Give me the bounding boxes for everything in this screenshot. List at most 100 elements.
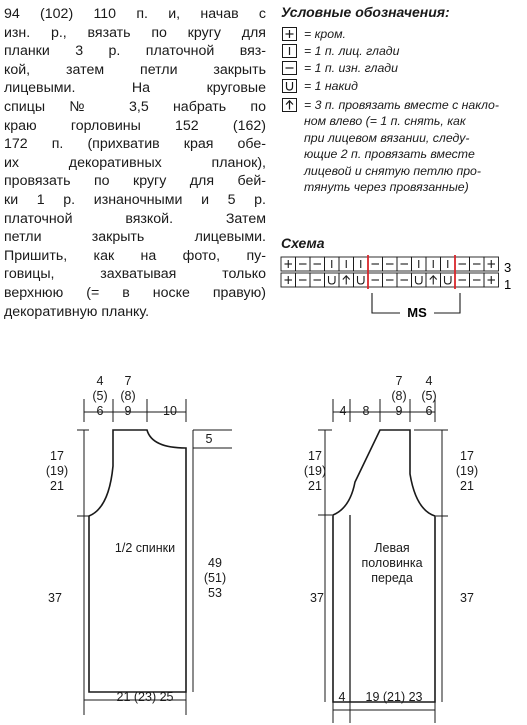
dim-text: 17 [50, 449, 64, 463]
instruction-line: их декоративных планок), [4, 154, 266, 171]
dim-armhole: 17 (19) 21 [44, 449, 70, 494]
dim-text: 6 [96, 404, 104, 418]
chart-cell [353, 272, 369, 288]
dim-text: (19) [455, 464, 479, 478]
row-number-1: 1 [504, 277, 511, 292]
legend-text: = 1 п. лиц. глади [304, 44, 400, 58]
instruction-line: говицы, захватывая только [4, 266, 266, 283]
legend-text: = 1 накид [304, 79, 358, 93]
instruction-line: 172 п. (прихватив края обе- [4, 136, 266, 153]
dim-text: 21 [50, 479, 64, 493]
instruction-line: петли закрыть лицевыми. [4, 229, 266, 246]
label-text: переда [371, 571, 413, 585]
chart-cell [324, 272, 340, 288]
dim-text: 9 [395, 404, 403, 418]
legend-text: при лицевом вязании, следу- [304, 130, 470, 145]
dim-text: (8) [120, 389, 136, 403]
dim-shoulder-b: 7 (8) 9 [117, 374, 139, 419]
label-text: половинка [361, 556, 423, 570]
dim-band-top: 4 [339, 404, 347, 418]
dim-text: 17 [460, 449, 474, 463]
instruction-line: платочной вязкой. Затем [4, 210, 266, 227]
chart-cell [353, 256, 369, 272]
chart-cell [295, 272, 311, 288]
instruction-line: декоративную планку. [4, 303, 150, 320]
legend-text: ющие 2 п. провязать вместе [304, 147, 475, 162]
dim-text: 9 [124, 404, 132, 418]
chart-cell [411, 272, 427, 288]
dim-front-width: 19 (21) 23 [365, 690, 423, 704]
dim-text: 7 [124, 374, 132, 388]
instruction-line: провязать по кругу для бей- [4, 173, 266, 190]
dim-text: 17 [308, 449, 322, 463]
plus-symbol-icon [282, 27, 297, 41]
chart-cell [440, 272, 456, 288]
legend-text: = 1 п. изн. глади [304, 61, 398, 75]
dim-front-lower-right: 37 [460, 591, 474, 605]
chart-cell [440, 256, 456, 272]
chart-cell [367, 256, 383, 272]
dim-text: 4 [96, 374, 104, 388]
dim-length: 49 (51) 53 [201, 556, 229, 601]
dim-neck-gap: 8 [362, 404, 370, 418]
chart-cell [396, 272, 412, 288]
back-outline [88, 429, 187, 693]
front-pattern [318, 399, 448, 723]
chart-cell [280, 272, 296, 288]
chart-cell [295, 256, 311, 272]
instruction-line: краю горловины 152 (162) [4, 117, 266, 134]
legend-text: = 3 п. провязать вместе с накло- [304, 98, 499, 112]
legend-title: Условные обозначения: [281, 4, 450, 20]
chart-cell [338, 256, 354, 272]
schema-title: Схема [281, 235, 325, 251]
dim-front-right-top: 4 (5) 6 [418, 374, 440, 419]
dim-width: 21 (23) 25 [116, 690, 174, 704]
label-text: Левая [374, 541, 410, 555]
dim-lower: 37 [48, 591, 62, 605]
chart-cell [411, 256, 427, 272]
instruction-line: верхнюю (= в носке правую) [4, 284, 266, 301]
chart-cell [309, 256, 325, 272]
chart-cell [309, 272, 325, 288]
chart-cell [483, 256, 499, 272]
dim-front-armhole-left: 17 (19) 21 [302, 449, 328, 494]
dim-text: (8) [391, 389, 407, 403]
dim-text: (51) [203, 571, 227, 585]
instruction-line: спицы № 3,5 набрать по [4, 98, 266, 115]
vertical-bar-symbol-icon [282, 44, 297, 58]
chart-cell [425, 256, 441, 272]
chart-cell [469, 256, 485, 272]
instruction-line: кой, затем петли закрыть [4, 61, 266, 78]
dim-front-armhole-right: 17 (19) 21 [453, 449, 481, 494]
dim-bottom-band: 4 [338, 690, 346, 704]
instruction-line: изн. р., вязать по кругу для [4, 24, 266, 41]
dim-text: 21 [308, 479, 322, 493]
chart-cell [338, 272, 354, 288]
dim-text: (5) [92, 389, 108, 403]
dim-text: (19) [45, 464, 69, 478]
instruction-line: ки 1 р. изнаночными и 5 р. [4, 191, 266, 208]
dim-text: (5) [421, 389, 437, 403]
legend-text: лицевой и снятую петлю про- [304, 163, 481, 178]
dim-text: 49 [208, 556, 222, 570]
instruction-line: планки 3 р. платочной вяз- [4, 43, 266, 60]
instruction-line: лицевыми. На круговые [4, 80, 266, 97]
repeat-label-bg [400, 305, 434, 319]
legend-text: ном влево (= 1 п. снять, как [304, 114, 466, 129]
dim-text: (19) [303, 464, 327, 478]
chart-cell [454, 272, 470, 288]
repeat-label: MS [407, 305, 427, 320]
dim-neck-width: 10 [163, 404, 177, 418]
chart-cell [483, 272, 499, 288]
up-arrow-symbol-icon [282, 98, 297, 112]
dim-shoulder-a: 4 (5) 6 [90, 374, 110, 419]
chart-cell [469, 272, 485, 288]
chart-cell [280, 256, 296, 272]
chart-cell [382, 272, 398, 288]
dim-text: 53 [208, 586, 222, 600]
chart-cell [324, 256, 340, 272]
u-symbol-icon [282, 79, 297, 93]
legend-text: тянуть через провязанные) [304, 180, 469, 194]
stitch-chart: 3 1 MS [280, 255, 511, 320]
